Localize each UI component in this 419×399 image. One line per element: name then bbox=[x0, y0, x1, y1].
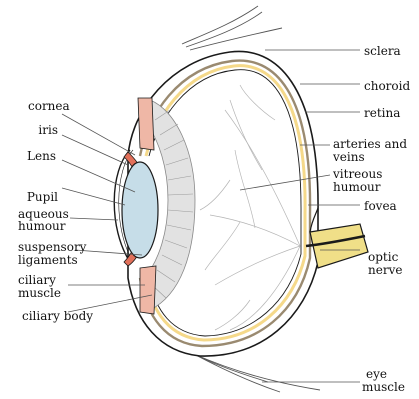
lens bbox=[122, 162, 158, 258]
label-retina: retina bbox=[364, 106, 400, 120]
label-ciliary-body: ciliary body bbox=[22, 309, 93, 323]
label-suspensory: suspensory bbox=[18, 240, 87, 254]
label-optic: optic bbox=[368, 250, 399, 264]
label-humour: humour bbox=[18, 219, 66, 233]
label-ligaments: ligaments bbox=[18, 253, 78, 267]
ciliary-muscle-top bbox=[138, 98, 154, 150]
label-fovea: fovea bbox=[364, 199, 397, 213]
label-pupil: Pupil bbox=[27, 190, 58, 204]
label-arteries: arteries and bbox=[333, 137, 407, 151]
label-iris: iris bbox=[38, 123, 58, 137]
optic-nerve bbox=[310, 224, 368, 268]
label-eye-muscle: muscle bbox=[362, 380, 405, 394]
ciliary-muscle-bottom bbox=[140, 266, 156, 314]
label-sclera: sclera bbox=[364, 44, 401, 58]
label-eye: eye bbox=[366, 367, 387, 381]
label-cornea: cornea bbox=[28, 99, 70, 113]
label-ciliary: ciliary bbox=[18, 273, 56, 287]
label-nerve: nerve bbox=[368, 263, 402, 277]
label-choroid: choroid bbox=[364, 79, 410, 93]
label-lens: Lens bbox=[27, 149, 56, 163]
eye-muscle-top bbox=[182, 6, 282, 50]
label-vitreous: vitreous bbox=[332, 167, 382, 181]
label-veins: veins bbox=[332, 150, 365, 164]
label-humour-right: humour bbox=[333, 180, 381, 194]
label-muscle: muscle bbox=[18, 286, 61, 300]
